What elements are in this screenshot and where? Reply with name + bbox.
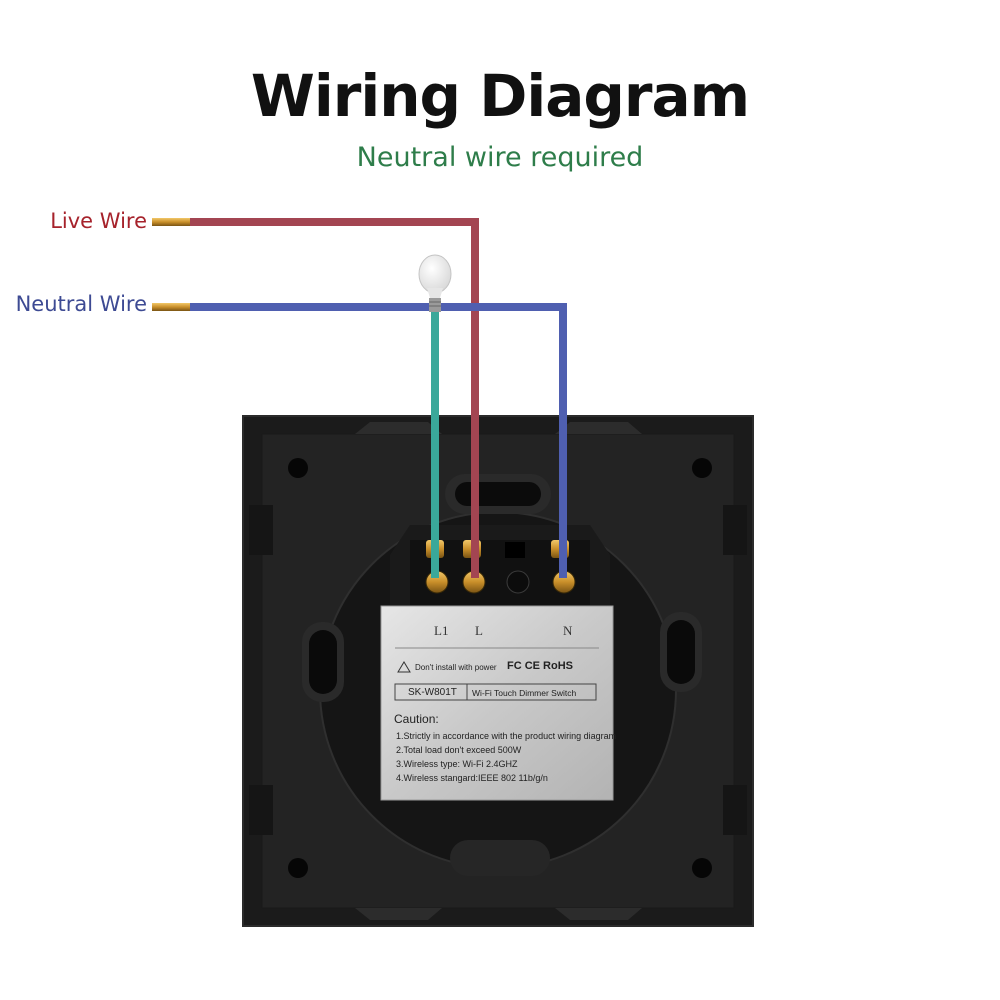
sticker-product-name: Wi-Fi Touch Dimmer Switch — [472, 688, 577, 698]
terminal-n-label: N — [563, 623, 573, 638]
diagram-subtitle: Neutral wire required — [356, 142, 644, 173]
sticker-caution-line: 3.Wireless type: Wi-Fi 2.4GHZ — [396, 759, 518, 769]
terminal-l1-label: L1 — [434, 623, 449, 638]
sticker-certifications: FC CE RoHS — [507, 660, 573, 672]
sticker-caution-line: 2.Total load don't exceed 500W — [396, 745, 522, 755]
sticker-warning: Don't install with power — [415, 663, 497, 672]
sticker-caution-title: Caution: — [394, 712, 439, 726]
wires — [188, 218, 567, 578]
terminal-l-label: L — [475, 623, 483, 638]
sticker-model: SK-W801T — [408, 687, 457, 698]
neutral-wire-label: Neutral Wire — [15, 292, 147, 316]
sticker-caution-line: 4.Wireless stangard:IEEE 802 11b/g/n — [396, 773, 548, 783]
diagram-title: Wiring Diagram — [250, 62, 750, 130]
product-sticker — [380, 605, 614, 801]
sticker-caution-line: 1.Strictly in accordance with the produc… — [396, 731, 617, 741]
live-wire-label: Live Wire — [50, 209, 147, 233]
light-bulb-icon — [418, 254, 452, 312]
neutral-wire — [188, 303, 567, 578]
live-wire — [188, 218, 479, 578]
